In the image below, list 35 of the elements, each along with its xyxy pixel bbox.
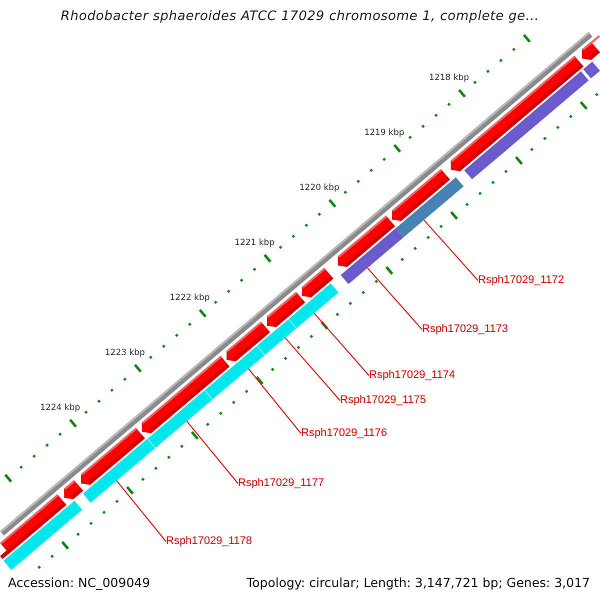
- leader-line: [314, 312, 370, 376]
- gene-feature: [340, 228, 404, 284]
- tick-label: 1221 kbp: [234, 238, 275, 248]
- leader-line: [116, 480, 166, 542]
- tick-label: 1223 kbp: [104, 348, 145, 358]
- gene-label: Rsph17029_1176: [301, 427, 388, 440]
- tick-label: 1222 kbp: [170, 293, 210, 304]
- leader-line: [423, 220, 478, 281]
- leader-line: [248, 368, 302, 434]
- gene-feature: [582, 35, 600, 60]
- info-text: Accession: NC_009049: [8, 575, 150, 590]
- leader-line: [284, 337, 340, 401]
- gene-feature: [204, 346, 264, 400]
- tick-label: 1218 kbp: [429, 73, 470, 84]
- gene-label: Rsph17029_1173: [422, 323, 508, 336]
- gene-label: Rsph17029_1174: [369, 369, 456, 382]
- tick-label: 1224 kbp: [40, 402, 80, 413]
- tick-label: 1220 kbp: [299, 183, 340, 194]
- gene-label: Rsph17029_1178: [166, 535, 252, 548]
- tick-label: 1219 kbp: [364, 128, 404, 138]
- gene-feature: [148, 390, 212, 448]
- gene-feature: [82, 438, 156, 503]
- gene-label: Rsph17029_1177: [238, 477, 324, 490]
- leader-line: [366, 267, 422, 330]
- map-title: Rhodobacter sphaeroides ATCC 17029 chromosome 1, complete ge...: [60, 9, 540, 24]
- leader-line: [186, 420, 238, 484]
- gene-feature: [583, 62, 600, 78]
- gene-feature: [288, 283, 338, 328]
- gene-feature: [257, 319, 296, 355]
- gene-feature: [4, 500, 82, 570]
- info-text: Topology: circular; Length: 3,147,721 bp; Genes: 3,017: [246, 575, 590, 590]
- gene-label: Rsph17029_1172: [478, 274, 564, 287]
- gene-label: Rsph17029_1175: [340, 394, 426, 407]
- gene-feature: [64, 480, 84, 500]
- gene-feature: [396, 177, 464, 238]
